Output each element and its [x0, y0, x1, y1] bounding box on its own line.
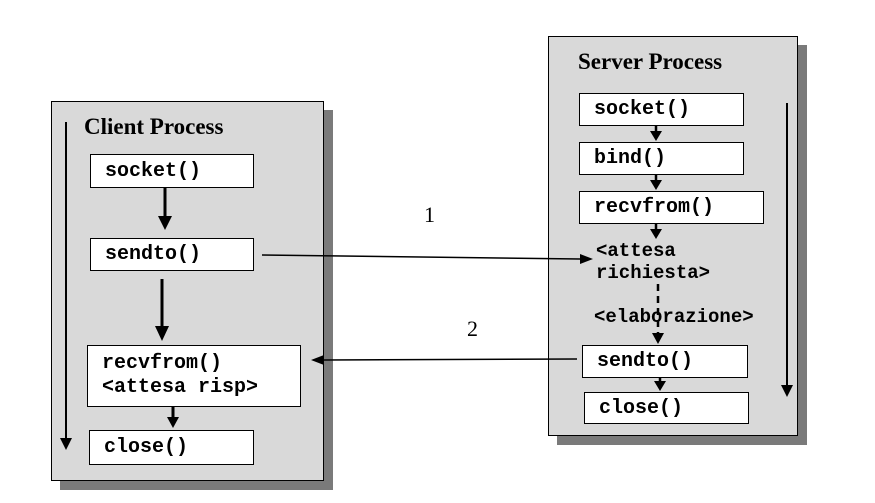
client-panel-title: Client Process	[84, 114, 224, 139]
server-wait-request-line2: richiesta>	[596, 262, 711, 284]
client-close-box: close()	[89, 430, 254, 465]
client-socket-box: socket()	[90, 154, 254, 188]
reply-message-arrow	[323, 358, 578, 361]
server-sendto-box: sendto()	[582, 345, 748, 378]
client-wait-reply-label: <attesa risp>	[102, 376, 259, 399]
client-recvfrom-label: recvfrom()	[102, 352, 223, 375]
server-panel-title: Server Process	[578, 49, 723, 74]
reply-message-label: 2	[467, 316, 478, 341]
server-bind-box: bind()	[579, 142, 744, 175]
server-wait-request-text: <attesa richiesta>	[596, 240, 710, 284]
server-close-box: close()	[584, 392, 749, 424]
server-processing-text: <elaborazione>	[594, 306, 754, 328]
client-sendto-box: sendto()	[90, 238, 254, 271]
server-recvfrom-box: recvfrom()	[579, 191, 764, 224]
client-recvfrom-box: recvfrom() <attesa risp>	[87, 345, 301, 407]
server-wait-request-line1: <attesa	[596, 240, 676, 262]
request-message-label: 1	[424, 202, 435, 227]
server-socket-box: socket()	[579, 93, 744, 126]
